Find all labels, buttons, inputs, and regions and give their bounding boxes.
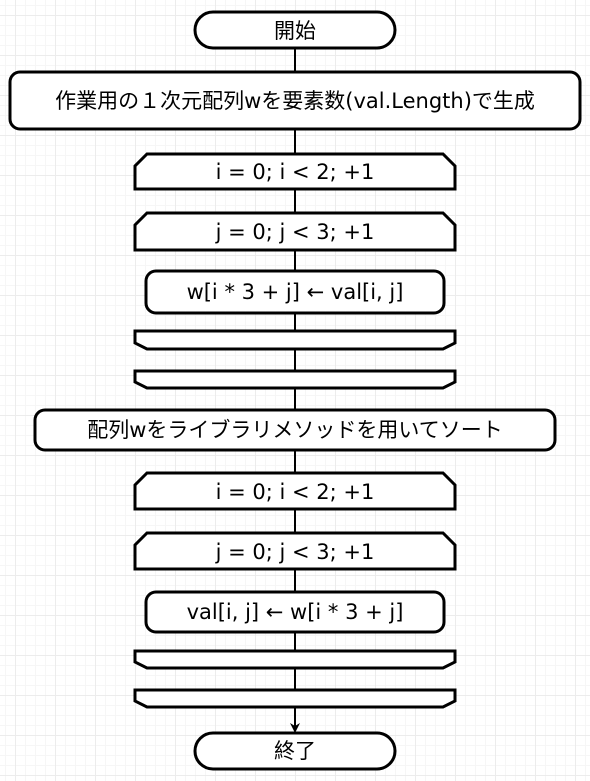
loop2-outer-label: i = 0; i < 2; +1 <box>216 480 375 504</box>
copy-to-w-process[interactable]: w[i * 3 + j] ← val[i, j] <box>144 269 446 315</box>
loop2-inner-end[interactable] <box>133 649 457 670</box>
end-label: 終了 <box>274 739 316 763</box>
create-array-label: 作業用の１次元配列wを要素数(val.Length)で生成 <box>55 89 535 113</box>
loop1-inner-end[interactable] <box>133 329 457 351</box>
copy-to-w-label: w[i * 3 + j] ← val[i, j] <box>187 280 404 304</box>
loop2-inner-start[interactable]: j = 0; j < 3; +1 <box>133 531 457 571</box>
copy-back-process[interactable]: val[i, j] ← w[i * 3 + j] <box>144 590 446 634</box>
loop2-inner-label: j = 0; j < 3; +1 <box>215 540 375 564</box>
loop2-outer-start[interactable]: i = 0; i < 2; +1 <box>133 471 457 511</box>
loop1-inner-label: j = 0; j < 3; +1 <box>215 220 375 244</box>
loop1-outer-label: i = 0; i < 2; +1 <box>216 160 375 184</box>
create-array-process[interactable]: 作業用の１次元配列wを要素数(val.Length)で生成 <box>8 70 582 131</box>
copy-back-label: val[i, j] ← w[i * 3 + j] <box>187 600 404 624</box>
sort-process[interactable]: 配列wをライブラリメソッドを用いてソート <box>33 408 557 452</box>
loop1-outer-start[interactable]: i = 0; i < 2; +1 <box>133 152 457 191</box>
sort-label: 配列wをライブラリメソッドを用いてソート <box>87 418 503 442</box>
end-terminator[interactable]: 終了 <box>193 731 397 771</box>
start-label: 開始 <box>274 19 316 43</box>
loop1-inner-start[interactable]: j = 0; j < 3; +1 <box>133 211 457 252</box>
loop1-outer-end[interactable] <box>133 369 457 390</box>
start-terminator[interactable]: 開始 <box>193 10 397 50</box>
loop2-outer-end[interactable] <box>133 688 457 709</box>
